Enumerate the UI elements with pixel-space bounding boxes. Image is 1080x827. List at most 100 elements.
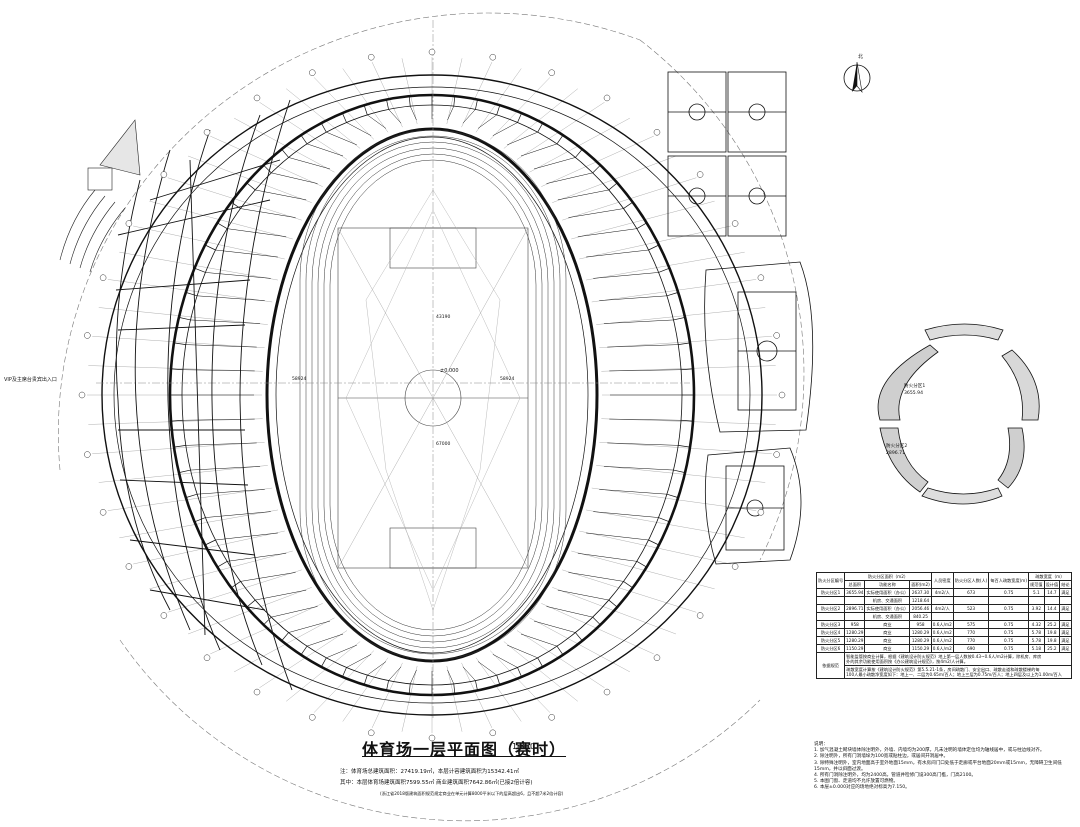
dimension-west: 58924	[292, 376, 306, 382]
radial-line	[586, 251, 745, 281]
fire-table-cell: 0.75	[988, 604, 1030, 613]
axis-bubble	[731, 220, 739, 227]
fire-table-cell	[1059, 596, 1072, 605]
stand-divider	[557, 589, 609, 601]
stand-divider	[190, 319, 261, 324]
note-3: 3. 除特殊注明外，室内地面高于室外地面15mm，有水房间门口处低于走廊或平台地…	[814, 760, 1062, 766]
header-design: 设计值	[1043, 580, 1061, 589]
header-total: 总面积	[844, 580, 866, 589]
fire-table-cell: 2056.46	[909, 604, 932, 613]
radial-line	[475, 657, 522, 722]
radial-line	[586, 509, 745, 539]
radial-line	[503, 88, 578, 149]
compartment-divider	[342, 667, 347, 678]
axis-bubble	[548, 69, 555, 76]
radial-line	[286, 88, 361, 149]
stand-divider	[607, 344, 679, 348]
stand-divider	[346, 122, 372, 136]
radial-line	[92, 336, 265, 348]
stand-divider	[409, 669, 417, 684]
stand-divider	[557, 189, 609, 201]
fire-table-cell: 0.6人/m2	[930, 636, 954, 645]
axis-bubble	[309, 69, 316, 76]
stand-divider	[240, 208, 296, 218]
axis-bubble	[84, 332, 91, 339]
compartment-divider	[185, 493, 198, 498]
fire-table-cell: 770	[952, 628, 990, 637]
radial-line	[342, 657, 389, 722]
compartment-divider	[636, 561, 647, 568]
east-training-fields	[704, 261, 814, 565]
radial-line	[516, 102, 605, 160]
axis-bubble	[160, 612, 168, 619]
fire-table-cell: 4m2/人	[930, 588, 954, 597]
fire-table-cell: 机房、交通面积	[864, 612, 911, 621]
header-zone-area: 防火分区面积（m2）	[844, 572, 932, 581]
compartment-divider	[281, 149, 289, 158]
compartment-divider	[556, 645, 564, 656]
compartment-divider	[592, 616, 601, 626]
drawing-title: 体育场一层平面图（赛时）	[362, 740, 567, 759]
stand-divider	[577, 553, 637, 562]
fire-table-cell: 5.78	[1028, 628, 1045, 637]
fire-table-cell: 25.2	[1043, 620, 1061, 629]
fire-table-cell: 0.75	[988, 588, 1030, 597]
axis-bubble	[757, 274, 765, 281]
compartment-divider	[204, 539, 216, 546]
fire-table-cell: 1218.64	[909, 596, 932, 605]
radial-line	[133, 225, 285, 260]
vip-entrance-label: VIP及主席台贵宾出入口	[4, 376, 57, 383]
stand-divider	[190, 466, 261, 471]
stand-divider	[534, 620, 576, 633]
fire-table-cell: 690	[952, 644, 990, 653]
drawing-labels: VIP及主席台贵宾出入口 ±0.000 北 58924 58924 43190 …	[4, 53, 863, 447]
stand-divider	[326, 644, 357, 659]
axis-bubble	[84, 451, 91, 458]
compartment-divider	[178, 469, 191, 473]
compartment-divider	[231, 581, 241, 589]
stand-divider	[599, 489, 667, 495]
fire-table-cell: 机房、交通面积	[864, 596, 911, 605]
fire-table-cell: 2896.71	[844, 604, 866, 613]
compartment-divider	[658, 517, 670, 523]
axis-bubble	[489, 53, 497, 61]
axis-bubble	[253, 688, 261, 696]
stand-divider	[367, 114, 387, 129]
radial-line	[98, 465, 268, 483]
radial-line	[489, 650, 551, 713]
axis-bubble	[367, 729, 375, 737]
fire-table-cell: 商业	[864, 644, 911, 653]
radial-line	[461, 662, 493, 728]
axis-bubble	[160, 171, 168, 178]
stand-divider	[367, 661, 387, 676]
stand-divider	[603, 466, 674, 471]
radial-line	[119, 251, 278, 281]
compartment-divider	[666, 493, 679, 498]
compartment-divider	[636, 222, 647, 229]
fire-table-cell: 2637.30	[909, 588, 932, 597]
fire-table-cell: 防火分区2	[815, 604, 846, 613]
stand-divider	[568, 208, 624, 218]
stand-divider	[492, 654, 518, 668]
compartment-divider	[623, 581, 633, 589]
axis-bubble	[367, 53, 375, 61]
fire-table-cell	[1059, 612, 1072, 621]
compartment-divider	[194, 517, 206, 523]
header-zone-no: 防火分区编号	[815, 572, 846, 589]
header-spec: 规范值	[1028, 580, 1045, 589]
axis-bubble	[489, 729, 497, 737]
fire-table-cell: 1280.29	[909, 636, 932, 645]
radial-line	[401, 665, 418, 732]
fire-table-cell: 1280.29	[844, 636, 866, 645]
axis-bubble	[696, 612, 704, 619]
header-width-per100: 每百人疏散宽度(m)	[988, 572, 1030, 589]
compartment-divider	[556, 134, 564, 145]
fire-table-cell: 1280.29	[844, 628, 866, 637]
fire-table-cell: 满足	[1059, 636, 1072, 645]
radial-line	[475, 68, 522, 133]
stand-divider	[534, 157, 576, 170]
